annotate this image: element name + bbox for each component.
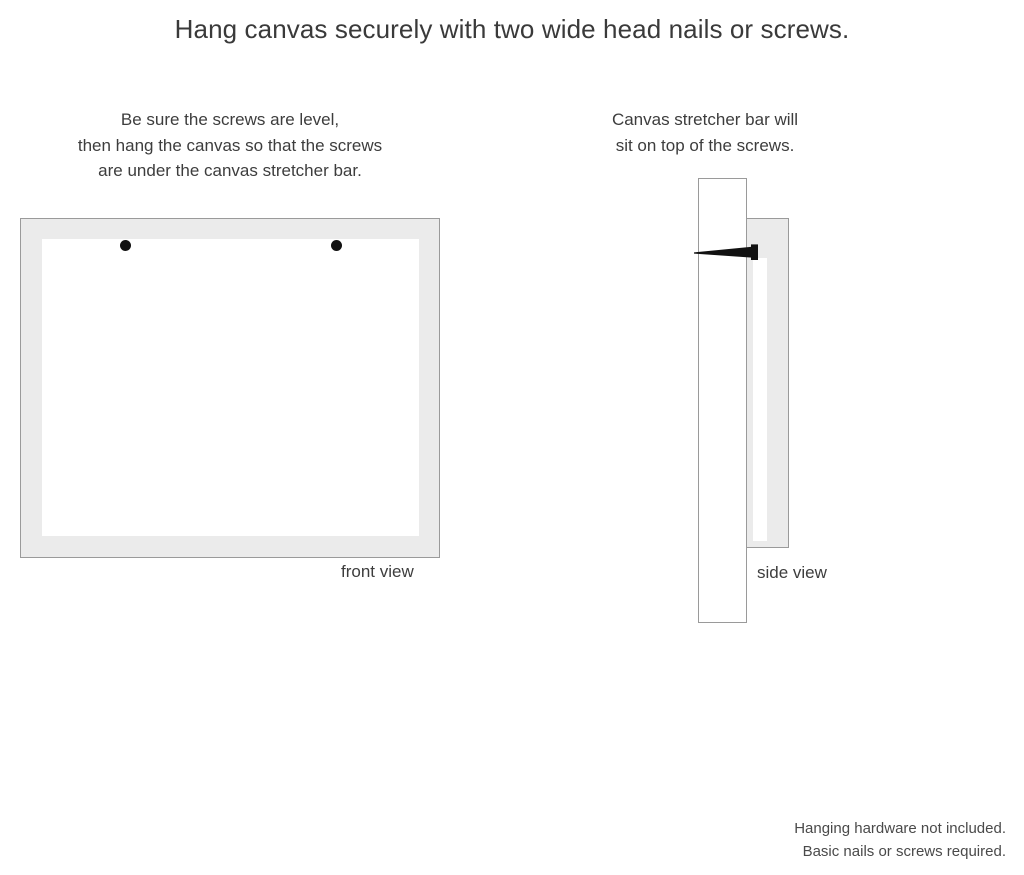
front-view-caption-line-2: then hang the canvas so that the screws [77,135,383,155]
footer-note: Hanging hardware not included. Basic nai… [794,817,1006,863]
front-view-right-screw-icon [331,240,342,251]
side-view-stretcher-bar [753,258,767,541]
front-view-caption-line-1: Be sure the screws are level, [120,110,340,129]
page-title: Hang canvas securely with two wide head … [174,14,850,44]
side-view-label: side view [757,563,827,582]
footer-note-line-2: Basic nails or screws required. [802,843,1006,860]
front-view-label: front view [341,562,414,581]
front-view-canvas-frame [20,218,440,558]
side-view-caption-line-2: sit on top of the screws. [615,135,795,155]
footer-note-line-1: Hanging hardware not included. [794,820,1006,837]
front-view-caption-line-3: are under the canvas stretcher bar. [98,161,362,180]
side-view-caption: Canvas stretcher bar will sit on top of … [590,107,820,158]
side-view-caption-line-1: Canvas stretcher bar will [611,110,799,129]
front-view-left-screw-icon [120,240,131,251]
front-view-caption: Be sure the screws are level, then hang … [20,107,440,184]
front-view-canvas-face [42,239,419,536]
side-view-screw-icon [694,240,768,264]
